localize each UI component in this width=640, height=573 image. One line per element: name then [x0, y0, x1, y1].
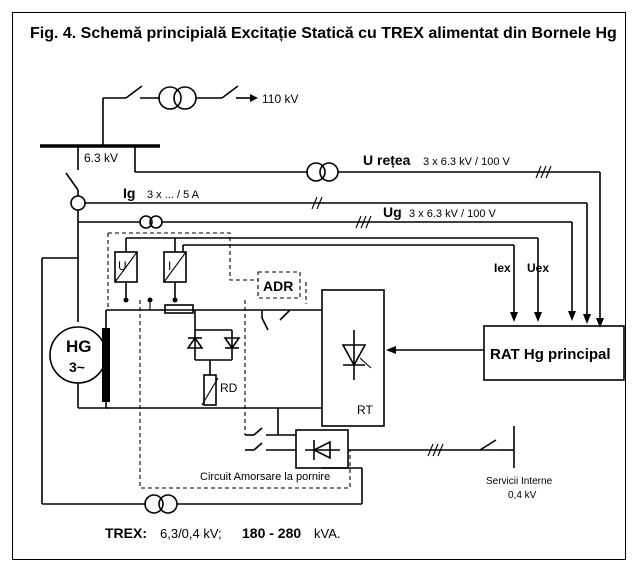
- label-hg: HG: [66, 337, 92, 356]
- adr-block: ADR: [257, 271, 301, 331]
- line-ig: Ig 3 x ... / 5 A: [85, 185, 591, 324]
- label-trex-unit: kVA.: [314, 526, 341, 541]
- line-u-retea: U rețea 3 x 6.3 kV / 100 V: [134, 146, 604, 328]
- transducer-i: I: [163, 238, 187, 300]
- amorsare-circuit: Circuit Amorsare la pornire Servicii Int…: [200, 408, 553, 501]
- label-ug-spec: 3 x 6.3 kV / 100 V: [409, 208, 496, 220]
- label-servicii-line2: 0,4 kV: [508, 490, 537, 501]
- label-110kv: 110 kV: [262, 92, 298, 106]
- rt-bridge: RT: [321, 289, 385, 427]
- busbar-63kv: 6.3 kV: [40, 144, 160, 165]
- label-u-retea-spec: 3 x 6.3 kV / 100 V: [423, 156, 510, 168]
- label-trex-ratio: 6,3/0,4 kV;: [160, 526, 222, 541]
- crowbar-circuit: RD: [186, 310, 241, 406]
- generator-hg: HG 3~: [49, 326, 108, 409]
- label-trex-name: TREX:: [105, 525, 147, 541]
- label-servicii-line1: Servicii Interne: [486, 476, 553, 487]
- label-iex: Iex: [494, 261, 511, 275]
- label-ig-spec: 3 x ... / 5 A: [147, 189, 200, 201]
- label-rat: RAT Hg principal: [490, 346, 611, 363]
- excitation-enclosure: [107, 232, 351, 489]
- line-110kv: 110 kV: [102, 85, 298, 146]
- label-adr: ADR: [263, 278, 293, 294]
- label-hg-phase: 3~: [69, 359, 85, 375]
- line-iex-uex: Iex Uex: [175, 237, 549, 322]
- rat-box: RAT Hg principal: [386, 325, 625, 381]
- label-ig: Ig: [123, 185, 135, 201]
- label-rd: RD: [220, 381, 238, 395]
- label-ug: Ug: [383, 204, 402, 220]
- diagram-title: Fig. 4. Schemă principială Excitație Sta…: [30, 25, 617, 42]
- label-u-retea: U rețea: [363, 152, 411, 168]
- svg-text:I: I: [168, 259, 171, 273]
- label-circuit-amorsare: Circuit Amorsare la pornire: [200, 471, 330, 483]
- excitation-winding: [102, 310, 110, 408]
- trex-feed: TREX: 6,3/0,4 kV; 180 - 280 kVA.: [41, 257, 363, 541]
- label-trex-power: 180 - 280: [242, 525, 301, 541]
- label-rt: RT: [357, 403, 373, 417]
- label-63kv: 6.3 kV: [84, 151, 118, 165]
- transducer-u: U: [114, 237, 175, 300]
- label-uex: Uex: [527, 261, 549, 275]
- generator-feeder: [65, 146, 86, 322]
- dc-bus: [106, 297, 322, 409]
- line-ug: Ug 3 x 6.3 kV / 100 V: [78, 204, 576, 321]
- svg-text:U: U: [118, 259, 127, 273]
